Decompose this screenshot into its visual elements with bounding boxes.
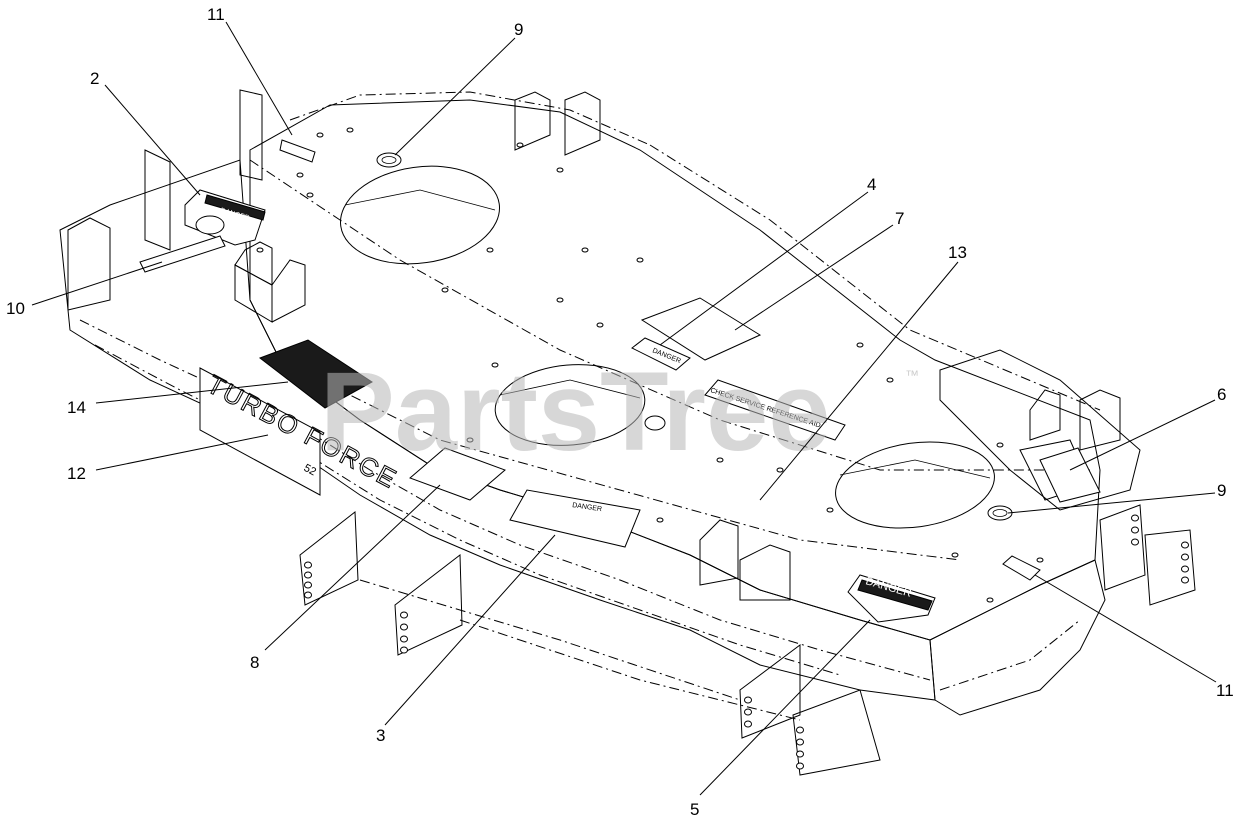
callout-6: 6 xyxy=(1217,385,1226,404)
decal-3-danger: DANGER xyxy=(509,489,641,548)
callout-9-upper: 9 xyxy=(514,20,523,39)
leader-lines xyxy=(31,21,1217,796)
decal-11-upper xyxy=(279,139,316,163)
decal-14-instruction xyxy=(258,339,373,409)
callout-numbers: 11 9 2 4 7 13 10 6 14 12 9 8 3 11 5 xyxy=(6,5,1234,819)
svg-text:PartsTree: PartsTree xyxy=(320,349,831,474)
decal-8 xyxy=(409,447,506,501)
decal-6 xyxy=(1039,447,1101,503)
svg-text:52: 52 xyxy=(302,462,318,478)
watermark: PartsTree ™ xyxy=(320,349,919,474)
decal-10-height-gauge xyxy=(139,235,226,273)
callout-2: 2 xyxy=(90,69,99,88)
decal-5-danger: DANGER xyxy=(847,574,936,623)
callout-12: 12 xyxy=(67,464,86,483)
svg-text:™: ™ xyxy=(905,367,919,383)
mower-deck xyxy=(59,89,1196,776)
callout-4: 4 xyxy=(867,175,876,194)
callout-7: 7 xyxy=(895,209,904,228)
callout-11-lower: 11 xyxy=(1216,681,1234,700)
mounting-brackets xyxy=(67,89,1121,601)
callout-8: 8 xyxy=(250,653,259,672)
callout-5: 5 xyxy=(690,800,699,819)
callout-10: 10 xyxy=(6,299,25,318)
callout-9-lower: 9 xyxy=(1217,481,1226,500)
svg-text:DANGER: DANGER xyxy=(572,502,603,513)
callout-11-upper: 11 xyxy=(207,5,225,24)
callout-3: 3 xyxy=(376,726,385,745)
decal-4-danger: DANGER xyxy=(631,297,762,371)
lift-arms xyxy=(299,504,1196,776)
decal-2-danger: DANGER xyxy=(184,189,266,246)
callout-14: 14 xyxy=(67,398,86,417)
callout-13: 13 xyxy=(948,243,967,262)
decal-11-lower xyxy=(1002,555,1041,581)
